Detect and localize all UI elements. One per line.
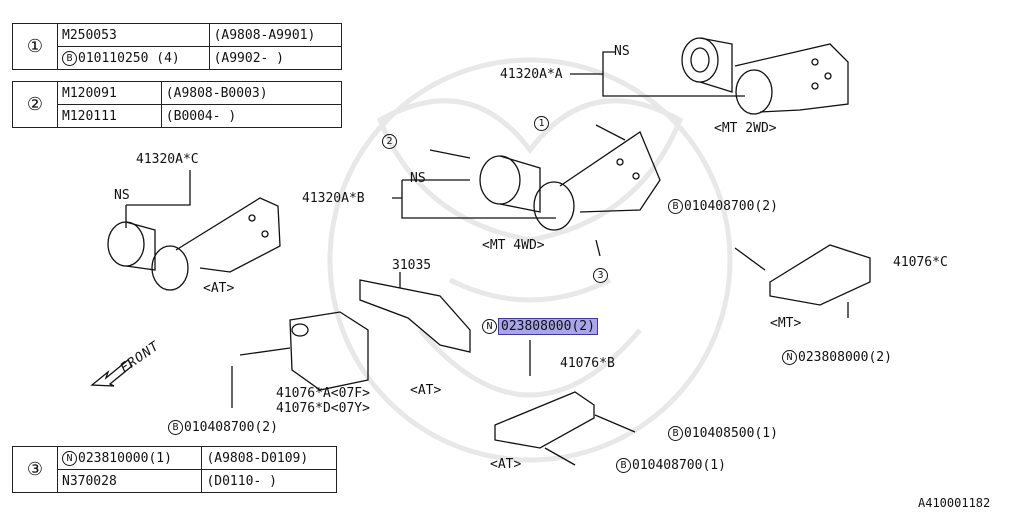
callout-ref-2[interactable]: 2 [382,134,398,149]
label-crossmember-ad-caption: <AT> [410,383,442,398]
nut-symbol-icon: N [782,350,797,365]
legend-range: (D0110- ) [201,469,337,493]
label-crossmember-at-b[interactable]: 41076*B [560,356,615,371]
figure-id: A410001182 [918,496,991,510]
bolt-symbol-icon: B [668,199,683,214]
label-mt4wd-caption: <MT 4WD> [482,238,545,253]
damper-and-crossmember-at[interactable] [231,272,471,408]
highlighted-part-number[interactable]: 023808000(2) [498,318,598,335]
callout-ref-1[interactable]: 1 [534,116,550,131]
legend-row-2a: ② M120091 (A9808-B0003) [12,81,343,128]
label-mt2wd-part[interactable]: 41320A*A [500,67,563,82]
label-crossmember-d[interactable]: 41076*D<07Y> [276,401,370,416]
legend-part: M120091 [57,81,162,105]
legend-row-3b: N370028 (D0110- ) [13,469,337,493]
label-at-part[interactable]: 41320A*C [136,152,199,167]
bolt-symbol-icon: B [668,426,683,441]
label-mt2wd-caption: <MT 2WD> [714,121,777,136]
bolt-symbol-icon: B [62,50,77,66]
legend-table-2: ② M120091 (A9808-B0003) M120111 (B0004- … [12,81,343,128]
label-mt4wd-part[interactable]: 41320A*B [302,191,365,206]
legend-part: N370028 [56,469,203,493]
legend-range: (A9808-A9901) [208,23,343,47]
mount-at[interactable] [107,170,281,291]
label-at-ns[interactable]: NS [114,188,130,203]
legend-range: (A9902- ) [208,46,343,70]
label-damper-part[interactable]: 31035 [392,258,432,273]
callout-ref-3[interactable]: 3 [593,268,609,283]
label-crossmember-mt-caption: <MT> [770,316,802,331]
crossmember-at-b[interactable] [494,340,636,466]
label-crossmember-mt[interactable]: 41076*C [893,255,948,270]
legend-ref-1: ① [12,23,58,70]
nut-symbol-icon: N [62,450,77,466]
legend-ref-3: ③ [12,446,58,493]
legend-range: (B0004- ) [160,104,343,128]
label-at-caption: <AT> [203,281,235,296]
legend-ref-2: ② [12,81,58,128]
legend-part: M250053 [57,23,210,47]
front-arrow-icon [90,359,133,387]
legend-range: (A9808-D0109) [201,446,337,470]
nut-symbol-icon: N [482,319,497,334]
legend-row-1a: ① M250053 (A9808-A9901) [12,23,343,70]
label-mt2wd-ns[interactable]: NS [614,44,630,59]
label-crossmember-a[interactable]: 41076*A<07F> [276,386,370,401]
label-mt4wd-ns[interactable]: NS [410,171,426,186]
watermark-emblem [327,57,733,463]
mount-mt-4wd[interactable] [392,124,661,257]
bolt-symbol-icon: B [168,420,183,435]
legend-part: M120111 [57,104,162,128]
legend-row-2b: M120111 (B0004- ) [13,104,343,128]
bolt-symbol-icon: B [616,458,631,473]
crossmember-mt[interactable] [734,244,871,318]
legend-range: (A9808-B0003) [160,81,343,105]
mount-mt-2wd[interactable] [570,37,849,115]
label-crossmember-at-b-caption: <AT> [490,457,522,472]
